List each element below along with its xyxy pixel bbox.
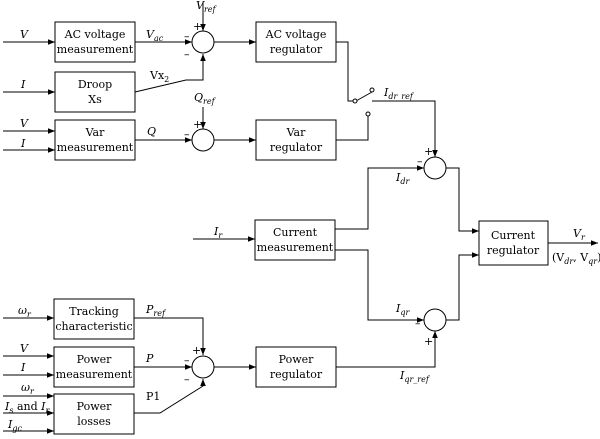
label-qref: Qref (194, 91, 217, 106)
ac-meas-line2: measurement (57, 43, 134, 56)
pow-loss-line1: Power (77, 400, 113, 413)
block-power-regulator: Power regulator (255, 346, 337, 388)
tracking-line2: characteristic (55, 320, 132, 333)
input-omega-losses: ωr (21, 381, 35, 396)
wire-idr-to-sum3 (335, 165, 424, 230)
var-reg-line1: Var (286, 126, 306, 139)
block-current-measurement: Current measurement (254, 219, 336, 261)
block-ac-voltage-measurement: AC voltage measurement (54, 21, 136, 63)
block-current-regulator: Current regulator (478, 220, 549, 266)
wire-iqr-to-sum4 (335, 249, 424, 323)
label-p1: P1 (146, 390, 160, 403)
sign-s4-bottom: + (424, 335, 433, 348)
block-droop: Droop Xs (54, 71, 136, 113)
sign-s5-bottom: – (184, 373, 190, 386)
label-idr: Idr (395, 171, 410, 186)
sign-s3-top: + (424, 145, 433, 158)
wire-droop-to-sum1 (134, 54, 206, 93)
cur-reg-line2: regulator (487, 244, 540, 257)
ac-reg-line2: regulator (270, 43, 323, 56)
switch-contact-var (365, 111, 371, 117)
switch-pivot (352, 98, 358, 104)
pow-reg-line1: Power (279, 353, 315, 366)
sign-s1-left: – (184, 30, 190, 43)
block-var-regulator: Var regulator (255, 119, 337, 161)
signal-wires (3, 2, 598, 434)
input-ir: Ir (213, 225, 223, 240)
label-iqr-ref: Iqr_ref (399, 369, 431, 384)
input-v-var: V (20, 117, 29, 130)
ac-reg-line1: AC voltage (265, 28, 327, 41)
summing-junction-var (191, 128, 215, 152)
tracking-line1: Tracking (69, 305, 119, 318)
input-igc: Igc (7, 418, 22, 433)
input-i-var: I (20, 137, 26, 150)
sign-s1-bottom: – (184, 48, 190, 61)
var-meas-line2: measurement (57, 141, 134, 154)
block-ac-voltage-regulator: AC voltage regulator (255, 21, 337, 63)
pow-meas-line1: Power (77, 353, 113, 366)
sign-s5-left: – (184, 354, 190, 367)
input-is-and-ir: Is and Ir (4, 400, 51, 415)
pow-reg-line2: regulator (270, 368, 323, 381)
sign-s3-left: – (417, 155, 423, 168)
sign-s4-left: – (415, 317, 421, 330)
input-i-droop: I (20, 78, 26, 91)
wire-acreg-to-switch (336, 41, 354, 102)
label-vx2: Vx2 (149, 69, 169, 84)
label-vr: Vr (573, 227, 586, 242)
summing-junction-iqr (423, 308, 447, 332)
label-idr-ref: Idr_ref (383, 86, 415, 101)
cur-meas-line2: measurement (257, 241, 334, 254)
droop-line1: Droop (78, 78, 112, 91)
label-p: P (145, 352, 154, 365)
block-power-losses: Power losses (53, 393, 135, 435)
input-v-ac: V (20, 28, 29, 41)
wire-powreg-to-sum4 (336, 331, 438, 368)
label-vac: Vac (146, 28, 164, 43)
wire-sum3-to-curreg (446, 167, 479, 234)
sign-s2-top: + (193, 118, 202, 131)
block-power-measurement: Power measurement (53, 346, 135, 388)
label-vref: Vref (196, 0, 218, 14)
wire-sum4-to-curreg (446, 252, 479, 321)
switch-contact-ac (369, 87, 375, 93)
sign-s2-left: – (184, 128, 190, 141)
label-vdr-vqr: (Vdr, Vqr) (552, 251, 600, 266)
summing-junction-power (191, 355, 215, 379)
label-pref: Pref (145, 303, 167, 318)
wire-pref-to-sum5 (134, 317, 206, 355)
summing-junction-idr (423, 156, 447, 180)
sign-s1-top: + (193, 20, 202, 33)
summing-junction-voltage (191, 30, 215, 54)
var-meas-line1: Var (85, 126, 105, 139)
block-tracking-characteristic: Tracking characteristic (53, 298, 135, 340)
label-q: Q (147, 125, 156, 138)
pow-loss-line2: losses (77, 415, 111, 428)
switch-blade (355, 91, 373, 102)
wire-p1-to-sum5 (134, 379, 206, 414)
ac-meas-line1: AC voltage (64, 28, 126, 41)
var-reg-line2: regulator (270, 141, 323, 154)
input-i-power: I (20, 361, 26, 374)
input-v-power: V (20, 342, 29, 355)
wire-varreg-to-switch (336, 116, 369, 141)
sign-s5-top: + (192, 344, 201, 357)
label-iqr: Iqr (395, 302, 410, 317)
input-omega-tracking: ωr (18, 304, 32, 319)
droop-line2: Xs (88, 93, 102, 106)
block-var-measurement: Var measurement (54, 119, 136, 161)
cur-meas-line1: Current (273, 226, 318, 239)
wire-switch-to-sum3 (372, 100, 438, 157)
cur-reg-line1: Current (491, 229, 536, 242)
pow-meas-line2: measurement (56, 368, 133, 381)
